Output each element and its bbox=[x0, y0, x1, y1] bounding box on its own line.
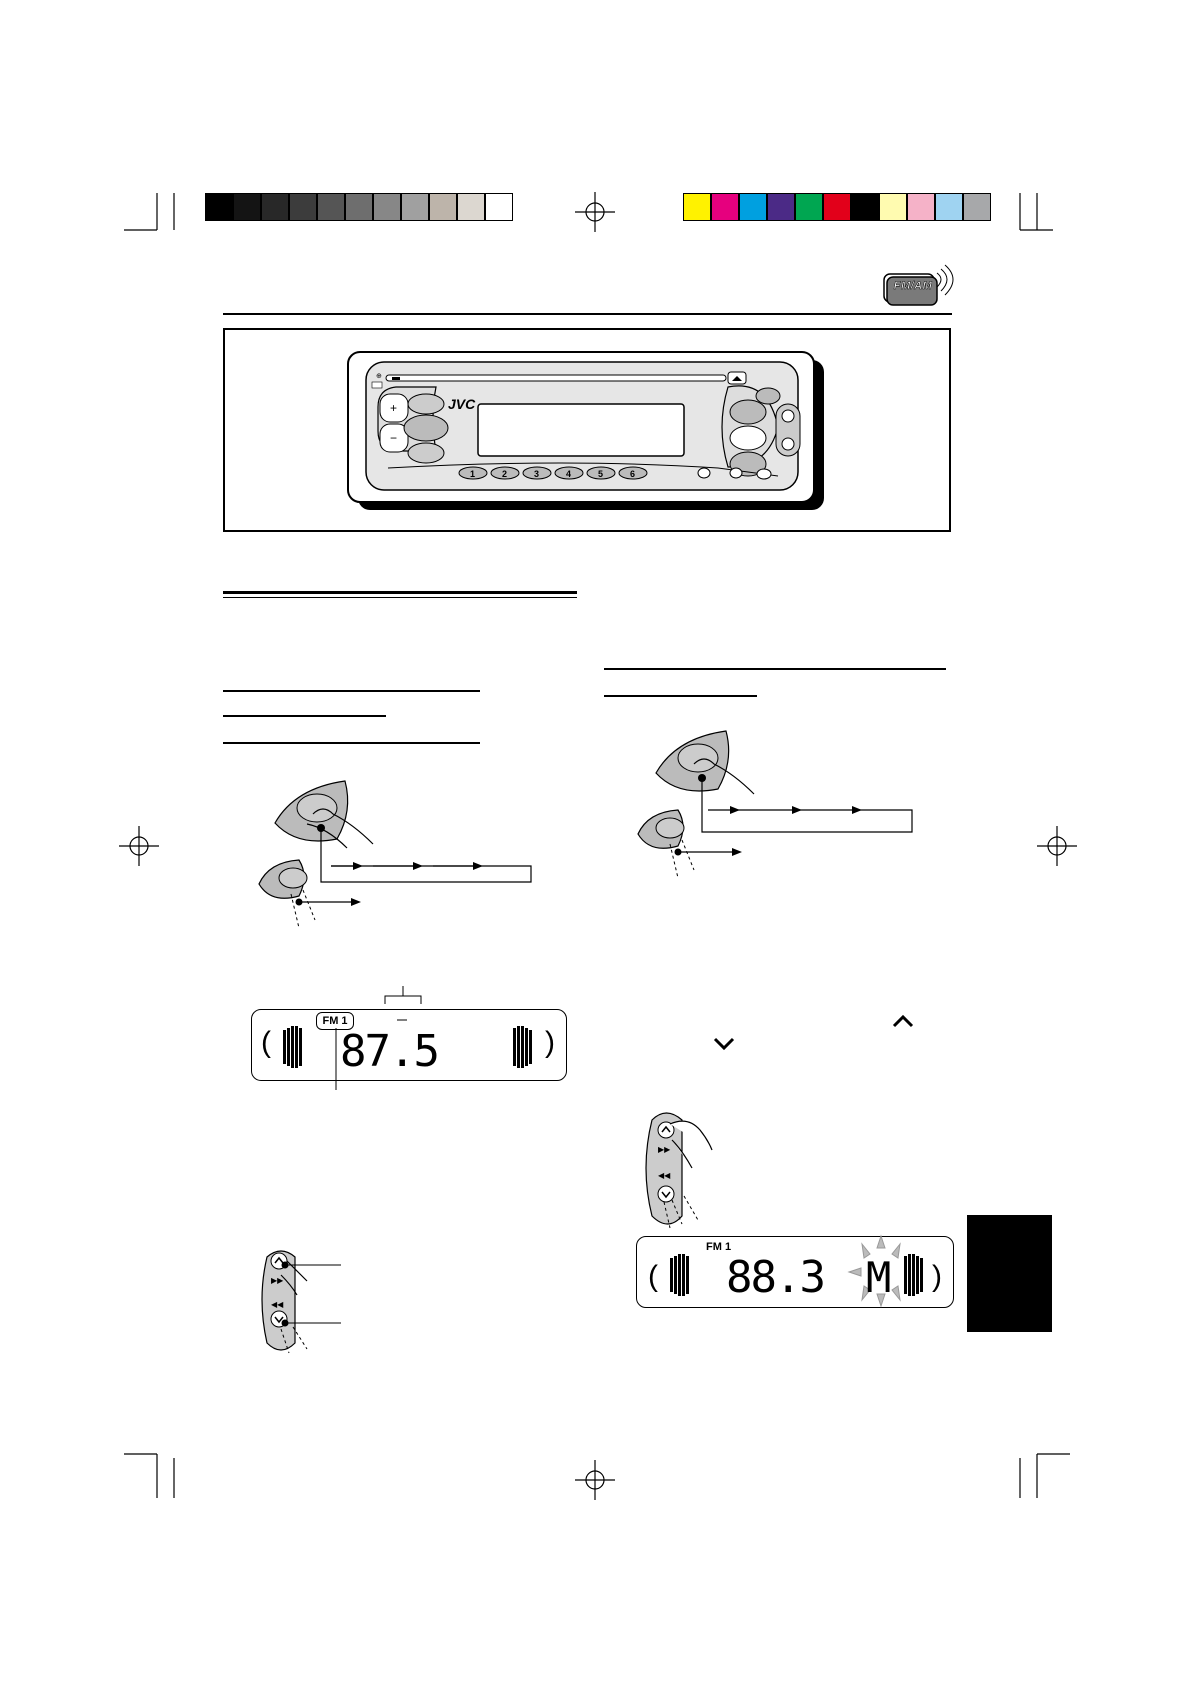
svg-text:(: ( bbox=[648, 1260, 658, 1293]
lcd-display-left bbox=[251, 1009, 567, 1081]
calibration-swatch bbox=[401, 193, 429, 221]
calibration-swatch bbox=[289, 193, 317, 221]
lcd-display-left-graphics: ( ) bbox=[261, 986, 555, 1090]
band-button-press-illustration-right bbox=[637, 730, 913, 879]
preset-button-label: 2 bbox=[502, 469, 507, 479]
calibration-swatch bbox=[485, 193, 513, 221]
lcd-band-label-left: FM 1 bbox=[316, 1012, 354, 1030]
calibration-swatch bbox=[429, 193, 457, 221]
preset-button-label: 6 bbox=[630, 469, 635, 479]
grayscale-calibration-bar bbox=[205, 193, 513, 221]
registration-target-left bbox=[119, 826, 159, 866]
chevron-up-icon bbox=[892, 1014, 914, 1028]
seek-buttons-illustration-left: ▶▶ ◀◀ bbox=[261, 1250, 341, 1354]
radio-wave-icon bbox=[883, 264, 954, 306]
lcd-frequency-right: 88.3 bbox=[726, 1252, 826, 1303]
calibration-swatch bbox=[935, 193, 963, 221]
svg-text:▶▶: ▶▶ bbox=[271, 1276, 284, 1285]
svg-text:(: ( bbox=[261, 1026, 271, 1059]
preset-button-label: 1 bbox=[470, 469, 475, 479]
chevron-up-icon bbox=[274, 1256, 284, 1264]
chevron-down-icon bbox=[713, 1037, 735, 1051]
registration-target-top bbox=[575, 192, 615, 232]
calibration-swatch bbox=[795, 193, 823, 221]
calibration-swatch bbox=[457, 193, 485, 221]
calibration-swatch bbox=[963, 193, 991, 221]
calibration-swatch bbox=[851, 193, 879, 221]
registration-target-bottom bbox=[575, 1460, 615, 1500]
calibration-swatch bbox=[233, 193, 261, 221]
preset-button-3 bbox=[522, 466, 552, 480]
section-heading-rule-left-thin bbox=[223, 597, 577, 598]
jvc-logo: JVC bbox=[448, 396, 476, 412]
underline-rule bbox=[604, 695, 757, 697]
chevron-down-icon bbox=[274, 1316, 284, 1324]
head-unit-figure-frame bbox=[223, 328, 951, 532]
blink-indicator-icon bbox=[847, 1234, 901, 1308]
underline-rule bbox=[604, 668, 946, 670]
calibration-swatch bbox=[907, 193, 935, 221]
preset-button-1 bbox=[458, 466, 488, 480]
preset-button-6 bbox=[618, 466, 648, 480]
calibration-swatch bbox=[345, 193, 373, 221]
svg-text:−: − bbox=[390, 431, 397, 445]
svg-text:+: + bbox=[390, 401, 397, 415]
svg-text:): ) bbox=[932, 1260, 942, 1293]
preset-button-label: 5 bbox=[598, 469, 603, 479]
lcd-display-right-graphics: ( ) bbox=[648, 1234, 942, 1308]
calibration-swatch bbox=[739, 193, 767, 221]
calibration-swatch bbox=[767, 193, 795, 221]
underline-rule bbox=[223, 715, 386, 717]
band-button-press-illustration bbox=[258, 780, 532, 929]
svg-text:▶▶: ▶▶ bbox=[658, 1145, 671, 1154]
svg-text:⊕: ⊕ bbox=[376, 373, 382, 380]
calibration-swatch bbox=[373, 193, 401, 221]
preset-button-2 bbox=[490, 466, 520, 480]
calibration-swatch bbox=[205, 193, 233, 221]
svg-text:◀◀: ◀◀ bbox=[658, 1171, 671, 1180]
svg-text:◀◀: ◀◀ bbox=[271, 1300, 284, 1309]
calibration-swatch bbox=[317, 193, 345, 221]
underline-rule bbox=[223, 690, 480, 692]
head-unit-illustration: ⊕ + − JVC 1 2 3 4 5 6 bbox=[347, 351, 824, 510]
side-section-tab bbox=[967, 1215, 1052, 1332]
preset-button-label: 3 bbox=[534, 469, 539, 479]
preset-button-4 bbox=[554, 466, 584, 480]
preset-button-5 bbox=[586, 466, 616, 480]
header-rule bbox=[223, 313, 952, 315]
preset-button-label: 4 bbox=[566, 469, 571, 479]
lcd-memory-indicator: M bbox=[866, 1253, 892, 1302]
calibration-swatch bbox=[711, 193, 739, 221]
lcd-display-right bbox=[636, 1236, 954, 1308]
seek-buttons-illustration-right: ▶▶ ◀◀ bbox=[645, 1112, 713, 1229]
section-heading-rule-left bbox=[223, 591, 577, 594]
calibration-swatch bbox=[261, 193, 289, 221]
underline-rule bbox=[223, 742, 480, 744]
registration-target-right bbox=[1037, 826, 1077, 866]
svg-text:): ) bbox=[545, 1026, 555, 1059]
lcd-frequency-left: 87.5 bbox=[340, 1026, 440, 1077]
fm-am-badge-label: FM/AM bbox=[893, 280, 933, 293]
calibration-swatch bbox=[823, 193, 851, 221]
fm-am-badge: FM/AM bbox=[883, 264, 954, 306]
calibration-swatch bbox=[879, 193, 907, 221]
color-calibration-bar bbox=[683, 193, 991, 221]
calibration-swatch bbox=[683, 193, 711, 221]
lcd-band-label-right: FM 1 bbox=[706, 1241, 732, 1253]
